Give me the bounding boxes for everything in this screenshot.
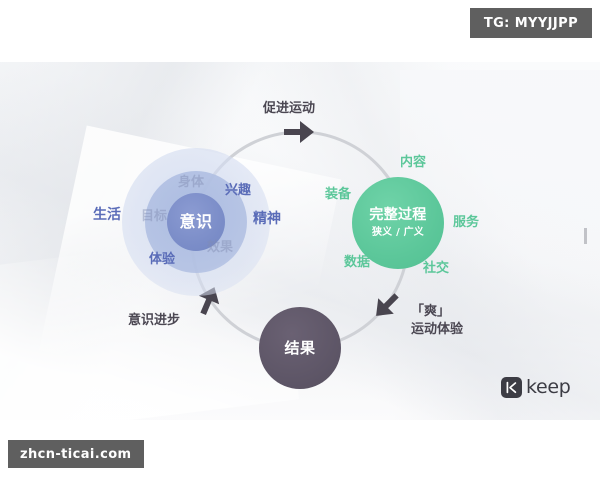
node-consciousness: 意识 [122, 148, 270, 296]
transition-label-promote-exercise: 促进运动 [263, 100, 315, 118]
satellite-goal: 目标 [141, 209, 168, 224]
telegram-watermark: TG: MYYJJPP [469, 8, 592, 38]
arrow-consciousness-to-process [284, 121, 314, 143]
process-sublabel: 狭义 / 广义 [371, 227, 424, 238]
keep-logo: keep [501, 377, 571, 398]
satellite-interest: 兴趣 [225, 183, 252, 198]
satellite-service: 服务 [453, 215, 480, 230]
satellite-data: 数据 [344, 255, 371, 270]
satellite-body: 身体 [178, 175, 205, 190]
satellite-effect: 效果 [207, 240, 234, 255]
keep-wordmark: keep [526, 376, 571, 398]
consciousness-label: 意识 [179, 212, 213, 231]
slide-edge-mark [584, 228, 587, 244]
satellite-content: 内容 [400, 155, 427, 170]
satellite-experience: 体验 [149, 252, 176, 267]
satellite-equipment: 装备 [325, 187, 352, 202]
keep-k-glyph [506, 381, 517, 394]
keep-mark-icon [501, 377, 522, 398]
transition-line: 促进运动 [263, 101, 316, 116]
transition-line: 意识进步 [128, 313, 181, 328]
transition-line: 「爽」 [411, 304, 451, 319]
transition-line: 运动体验 [411, 321, 464, 337]
process-label: 完整过程 [369, 207, 427, 223]
satellite-social: 社交 [423, 261, 450, 276]
node-result: 结果 [259, 307, 341, 389]
consciousness-core: 意识 [167, 193, 225, 251]
transition-label-consciousness-progress: 意识进步 [128, 312, 180, 330]
transition-label-exercise-experience: 「爽」 运动体验 [411, 303, 463, 338]
site-watermark: zhcn-ticai.com [8, 440, 144, 468]
result-label: 结果 [284, 338, 316, 357]
arrow-process-to-result [376, 293, 399, 316]
satellite-life: 生活 [93, 207, 121, 223]
satellite-spirit: 精神 [253, 211, 281, 227]
node-process: 完整过程 狭义 / 广义 [352, 177, 444, 269]
